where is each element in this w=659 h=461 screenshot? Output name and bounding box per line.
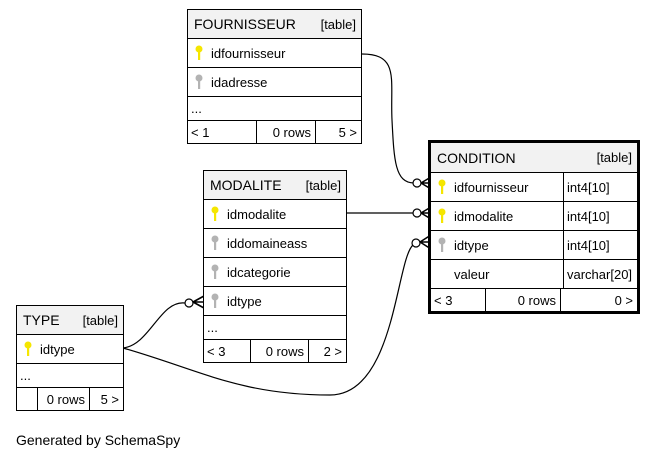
relation-type-condition: [122, 244, 414, 396]
relation-end-circle: [412, 178, 422, 188]
crowfoot-icon: [192, 295, 205, 309]
table-footer: < 3 0 rows 2 >: [204, 340, 346, 362]
child-count: 5 >: [315, 121, 361, 143]
table-footer: < 1 0 rows 5 >: [188, 121, 361, 143]
primary-key-icon: [438, 179, 446, 194]
primary-key-icon: [195, 45, 203, 60]
parent-count: < 3: [434, 292, 453, 308]
foreign-key-icon: [211, 235, 219, 250]
table-kind: [table]: [82, 312, 118, 328]
column-name: idmodalite: [227, 206, 287, 222]
parent-count: < 3: [207, 343, 226, 359]
child-count: 0 >: [560, 289, 637, 311]
ellipsis-row: ...: [204, 316, 346, 340]
primary-key-icon: [24, 341, 32, 356]
table-header: TYPE [table]: [17, 306, 123, 335]
column-row: idfournisseur int4[10]: [431, 173, 637, 202]
column-row: idadresse: [188, 68, 361, 97]
row-count: 0 rows: [485, 289, 560, 311]
table-footer: < 3 0 rows 0 >: [431, 289, 637, 311]
ellipsis: ...: [207, 320, 218, 335]
column-type: int4[10]: [563, 202, 637, 230]
column-name: idtype: [40, 341, 75, 357]
column-row: iddomaineass: [204, 229, 346, 258]
foreign-key-icon: [195, 74, 203, 89]
relation-end-circle: [411, 238, 421, 248]
row-count: 0 rows: [250, 340, 308, 362]
table-header: MODALITE [table]: [204, 171, 346, 200]
column-name: valeur: [454, 266, 490, 282]
column-name: idfournisseur: [211, 45, 286, 61]
foreign-key-icon: [211, 264, 219, 279]
column-row: idmodalite int4[10]: [431, 202, 637, 231]
column-name: idadresse: [211, 74, 268, 90]
ellipsis: ...: [191, 101, 202, 116]
table-kind: [table]: [596, 150, 632, 165]
column-name: idfournisseur: [454, 179, 529, 195]
generated-by-caption: Generated by SchemaSpy: [16, 432, 181, 448]
ellipsis-row: ...: [188, 97, 361, 121]
column-row: idcategorie: [204, 258, 346, 287]
table-fournisseur: FOURNISSEUR [table] idfournisseur idadre…: [187, 9, 362, 144]
table-header: FOURNISSEUR [table]: [188, 10, 361, 39]
relation-end-circle: [184, 298, 194, 308]
child-count: 2 >: [308, 340, 346, 362]
table-header: CONDITION [table]: [431, 143, 637, 173]
table-kind: [table]: [320, 16, 356, 32]
table-footer: 0 rows 5 >: [17, 388, 123, 410]
parent-count: < 1: [191, 124, 210, 140]
column-row: idtype int4[10]: [431, 231, 637, 260]
column-type: int4[10]: [563, 231, 637, 259]
foreign-key-icon: [211, 293, 219, 308]
table-name: TYPE: [23, 312, 60, 328]
table-condition: CONDITION [table] idfournisseur int4[10]…: [428, 140, 640, 314]
foreign-key-icon: [438, 237, 446, 252]
table-kind: [table]: [305, 177, 341, 193]
ellipsis: ...: [20, 368, 31, 383]
column-row: idtype: [17, 335, 123, 364]
ellipsis-row: ...: [17, 364, 123, 388]
column-type: varchar[20]: [563, 260, 637, 288]
table-name: CONDITION: [437, 149, 516, 166]
table-modalite: MODALITE [table] idmodalite iddomaineass…: [203, 170, 347, 363]
primary-key-icon: [211, 206, 219, 221]
column-row: valeur varchar[20]: [431, 260, 637, 289]
column-name: idmodalite: [454, 208, 514, 224]
table-name: FOURNISSEUR: [194, 16, 296, 32]
relation-fournisseur-condition: [361, 53, 415, 184]
table-name: MODALITE: [210, 177, 282, 193]
column-row: idtype: [204, 287, 346, 316]
column-row: idmodalite: [204, 200, 346, 229]
primary-key-icon: [438, 208, 446, 223]
column-row: idfournisseur: [188, 39, 361, 68]
row-count: 0 rows: [37, 388, 89, 410]
column-name: idtype: [227, 293, 262, 309]
row-count: 0 rows: [256, 121, 315, 143]
relation-type-modalite: [122, 302, 186, 349]
child-count: 5 >: [89, 388, 123, 410]
table-type: TYPE [table] idtype ... 0 rows 5 >: [16, 305, 124, 411]
column-name: iddomaineass: [227, 235, 308, 251]
relation-end-circle: [412, 208, 422, 218]
parent-count: [17, 388, 37, 410]
column-name: idtype: [454, 237, 489, 253]
column-type: int4[10]: [563, 173, 637, 201]
column-name: idcategorie: [227, 264, 291, 280]
